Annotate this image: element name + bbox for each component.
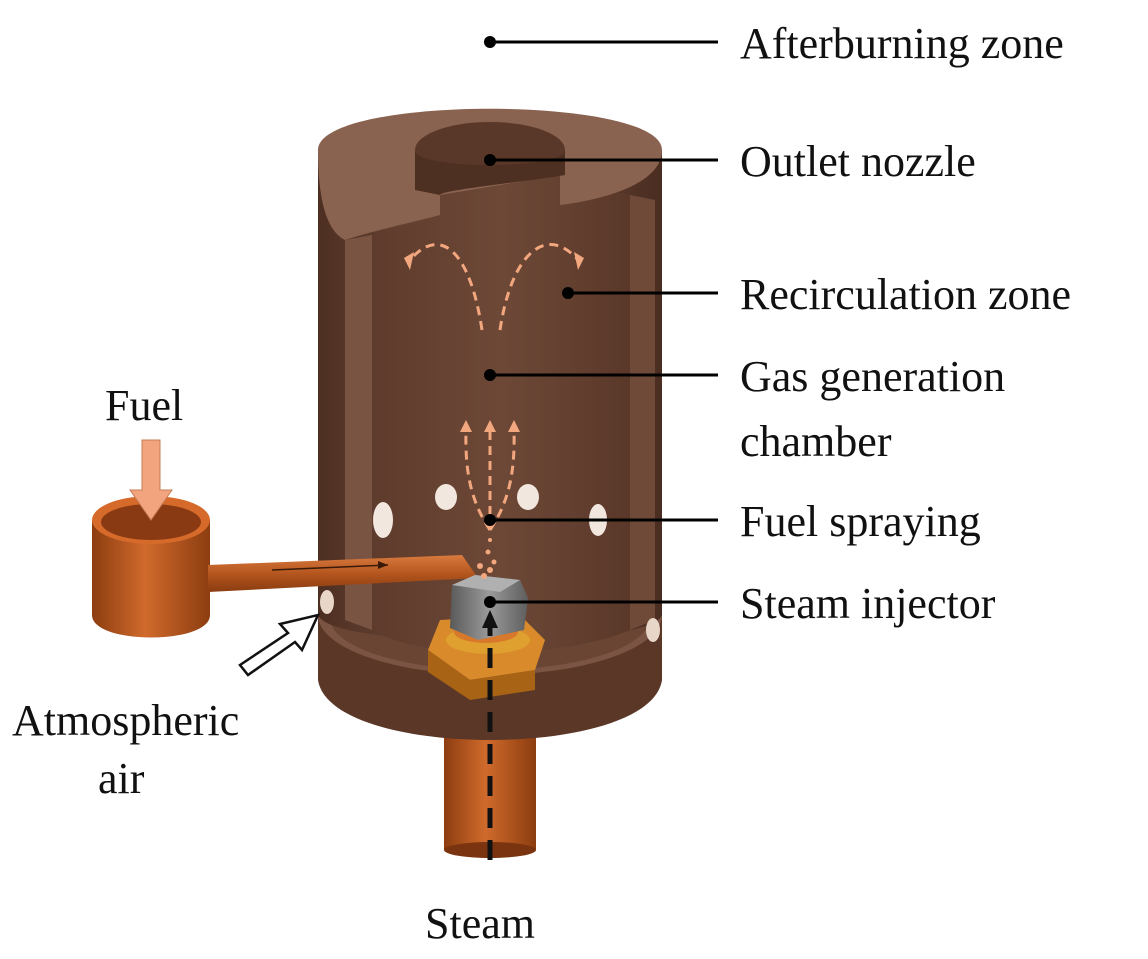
steam-flow-arrow	[482, 610, 498, 860]
recirculation-flow	[408, 243, 484, 331]
air-hole	[517, 484, 539, 510]
leader-lines	[490, 40, 718, 604]
fuel-feed	[92, 496, 478, 638]
label-afterburning-zone: Afterburning zone	[740, 19, 1064, 68]
label-atmospheric-air-2: air	[98, 754, 145, 803]
air-hole	[435, 484, 457, 510]
air-hole	[646, 618, 660, 642]
air-hole	[373, 502, 393, 538]
label-atmospheric-air-1: Atmospheric	[12, 696, 239, 745]
flow-arrowheads	[404, 252, 584, 432]
label-steam-injector: Steam injector	[740, 579, 996, 628]
label-gas-generation-2: chamber	[740, 417, 892, 466]
spray-flow	[488, 429, 516, 531]
chamber-body	[318, 108, 662, 653]
spray-flow	[464, 429, 492, 531]
label-fuel: Fuel	[105, 381, 183, 430]
label-steam: Steam	[425, 899, 535, 948]
air-arrow	[238, 613, 321, 677]
fuel-spray-droplets	[477, 538, 497, 579]
label-recirculation-zone: Recirculation zone	[740, 270, 1071, 319]
leader-dots	[484, 36, 574, 608]
label-fuel-spraying: Fuel spraying	[740, 497, 981, 546]
air-hole	[320, 590, 334, 614]
fuel-arrow	[129, 439, 173, 521]
air-holes	[320, 484, 660, 642]
steam-injector	[428, 575, 545, 700]
label-gas-generation-1: Gas generation	[740, 352, 1005, 401]
label-outlet-nozzle: Outlet nozzle	[740, 137, 976, 186]
recirculation-flow	[498, 243, 580, 331]
flow-arrows	[408, 243, 580, 531]
